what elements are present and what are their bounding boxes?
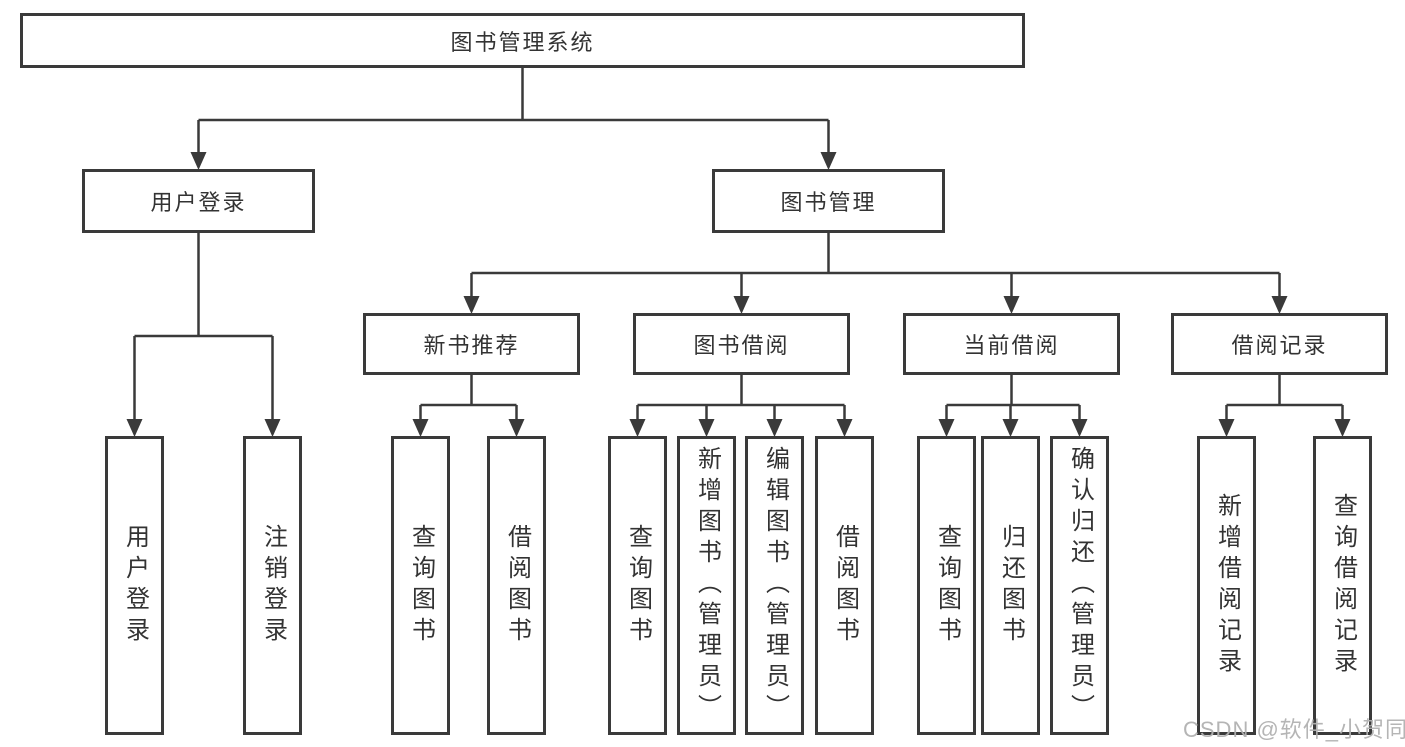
connector-records-children	[1218, 375, 1351, 437]
csdn-watermark: CSDN @软件_小贺同学	[1183, 717, 1405, 742]
node-book-management-label: 图书管理	[780, 190, 877, 215]
leaf-current-query-books: 查询图书	[917, 436, 976, 735]
leaf-label: 确认归还（管理员）	[1066, 446, 1094, 725]
node-user-login: 用户登录	[82, 169, 315, 233]
leaf-label: 查询图书	[624, 523, 652, 648]
arrowhead-icon	[629, 419, 646, 437]
leaf-borrow-query-books: 查询图书	[608, 436, 667, 735]
node-current-borrow-label: 当前借阅	[963, 333, 1060, 358]
node-book-borrow-label: 图书借阅	[693, 333, 790, 358]
arrowhead-icon	[733, 296, 750, 314]
node-book-management: 图书管理	[712, 169, 945, 233]
arrowhead-icon	[766, 419, 783, 437]
leaf-recommend-borrow-books: 借阅图书	[487, 436, 546, 735]
leaf-logout-login: 注销登录	[243, 436, 302, 735]
leaf-label: 借阅图书	[831, 523, 859, 648]
connector-current-children	[938, 375, 1088, 437]
node-root: 图书管理系统	[20, 13, 1025, 68]
leaf-records-add-record: 新增借阅记录	[1197, 436, 1256, 735]
leaf-label: 查询图书	[407, 523, 435, 648]
arrowhead-icon	[126, 419, 143, 437]
leaf-label: 注销登录	[259, 523, 287, 648]
leaf-label: 编辑图书（管理员）	[761, 446, 789, 725]
arrowhead-icon	[412, 419, 429, 437]
arrowhead-icon	[264, 419, 281, 437]
arrowhead-icon	[938, 419, 955, 437]
arrowhead-icon	[508, 419, 525, 437]
arrowhead-icon	[836, 419, 853, 437]
connector-root-to-level2	[190, 68, 837, 170]
node-user-login-label: 用户登录	[150, 190, 247, 215]
connector-management-to-level3	[463, 233, 1288, 314]
arrowhead-icon	[1003, 296, 1020, 314]
node-current-borrow: 当前借阅	[903, 313, 1120, 375]
leaf-label: 查询借阅记录	[1329, 492, 1357, 679]
node-book-borrow: 图书借阅	[633, 313, 850, 375]
leaf-label: 用户登录	[121, 523, 149, 648]
arrowhead-icon	[1002, 419, 1019, 437]
leaf-recommend-query-books: 查询图书	[391, 436, 450, 735]
node-root-label: 图书管理系统	[450, 29, 595, 55]
leaf-borrow-add-books-admin: 新增图书（管理员）	[677, 436, 736, 735]
arrowhead-icon	[1334, 419, 1351, 437]
node-borrow-records-label: 借阅记录	[1231, 333, 1328, 358]
leaf-label: 归还图书	[997, 523, 1025, 648]
leaf-records-query-record: 查询借阅记录	[1313, 436, 1372, 735]
leaf-current-return-books: 归还图书	[981, 436, 1040, 735]
arrowhead-icon	[1071, 419, 1088, 437]
leaf-label: 查询图书	[933, 523, 961, 648]
leaf-label: 新增图书（管理员）	[693, 446, 721, 725]
leaf-current-confirm-return-admin: 确认归还（管理员）	[1050, 436, 1109, 735]
leaf-borrow-borrow-books: 借阅图书	[815, 436, 874, 735]
arrowhead-icon	[1271, 296, 1288, 314]
connector-borrow-children	[629, 375, 853, 437]
arrowhead-icon	[820, 152, 837, 170]
arrowhead-icon	[698, 419, 715, 437]
connector-user-login-children	[126, 233, 281, 437]
leaf-label: 新增借阅记录	[1213, 492, 1241, 679]
leaf-user-login: 用户登录	[105, 436, 164, 735]
node-new-book-recommend-label: 新书推荐	[423, 333, 520, 358]
leaf-label: 借阅图书	[503, 523, 531, 648]
arrowhead-icon	[1218, 419, 1235, 437]
node-new-book-recommend: 新书推荐	[363, 313, 580, 375]
connector-recommend-children	[412, 375, 525, 437]
node-borrow-records: 借阅记录	[1171, 313, 1388, 375]
arrowhead-icon	[190, 152, 207, 170]
arrowhead-icon	[463, 296, 480, 314]
leaf-borrow-edit-books-admin: 编辑图书（管理员）	[745, 436, 804, 735]
